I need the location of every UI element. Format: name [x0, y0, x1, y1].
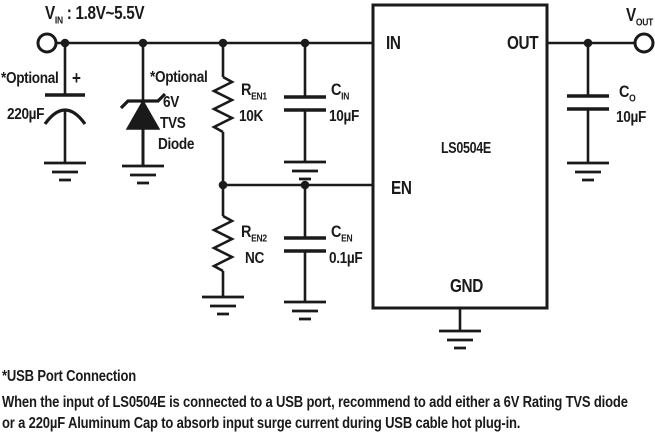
ground-symbol: [437, 329, 483, 350]
tvs-diode-symbol: [119, 43, 167, 166]
terminal-vout: [633, 32, 655, 54]
cout-label: CO: [619, 82, 636, 105]
ic-pin-in: IN: [386, 33, 401, 53]
resistor-ren2: [211, 185, 235, 297]
vout-subscript: OUT: [635, 17, 654, 29]
cin-label: CIN: [331, 81, 349, 103]
ground-symbol: [282, 300, 328, 321]
bulk-cap-value: 220µF: [7, 106, 45, 123]
cen-label: CEN: [331, 222, 353, 245]
cen-symbol: C: [331, 222, 342, 241]
capacitor-cen: [282, 185, 328, 302]
ground-symbol: [42, 161, 88, 182]
ren2-label: REN2: [241, 223, 267, 245]
cout-subscript: O: [629, 93, 636, 105]
tvs-rating: 6V: [163, 94, 179, 111]
ren1-symbol: R: [241, 80, 252, 99]
terminal-vin: [36, 32, 58, 54]
resistor-ren1: [211, 43, 235, 185]
ren2-symbol: R: [241, 222, 252, 241]
cin-subscript: IN: [341, 91, 350, 103]
tvs-type: TVS: [160, 115, 186, 132]
ic-pin-gnd: GND: [450, 276, 483, 296]
capacitor-cout: [565, 43, 611, 163]
cout-symbol: C: [619, 82, 630, 101]
ren2-value: NC: [245, 250, 264, 267]
ic-pin-out: OUT: [507, 33, 539, 53]
cen-subscript: EN: [341, 233, 353, 245]
vin-subscript: IN: [54, 15, 63, 27]
ren1-label: REN1: [241, 81, 267, 103]
bulk-cap-optional-note: *Optional: [1, 70, 59, 87]
bulk-cap-polarity-plus: +: [72, 68, 81, 88]
tvs-device: Diode: [158, 136, 195, 153]
vin-symbol: V: [45, 3, 55, 23]
cen-value: 0.1µF: [329, 250, 363, 267]
ground-symbol: [120, 164, 166, 185]
capacitor-cin: [282, 43, 328, 162]
footnote-line1: When the input of LS0504E is connected t…: [2, 394, 628, 411]
junction-dots: [60, 38, 593, 190]
ground-symbol: [282, 160, 328, 181]
ren1-value: 10K: [239, 108, 263, 125]
ground-symbol: [200, 295, 246, 316]
ic-part-number: LS0504E: [441, 140, 491, 157]
cin-value: 10µF: [329, 108, 359, 125]
footnote-line2: or a 220µF Aluminum Cap to absorb input …: [2, 415, 521, 432]
ren1-subscript: EN1: [251, 91, 267, 103]
vin-label: VIN : 1.8V~5.5V: [45, 3, 145, 27]
vout-label: VOUT: [626, 6, 653, 29]
capacitor-bulk-220uF: [43, 43, 87, 163]
ic-pin-en: EN: [391, 178, 412, 198]
vin-range: : 1.8V~5.5V: [62, 3, 145, 23]
cin-symbol: C: [331, 80, 342, 99]
ground-symbol: [565, 161, 611, 182]
footnote-title: *USB Port Connection: [2, 368, 137, 385]
tvs-optional-note: *Optional: [150, 69, 208, 86]
vout-symbol: V: [626, 5, 636, 25]
ic-body: [371, 3, 549, 310]
cout-value: 10µF: [616, 109, 646, 126]
ren2-subscript: EN2: [251, 233, 267, 245]
